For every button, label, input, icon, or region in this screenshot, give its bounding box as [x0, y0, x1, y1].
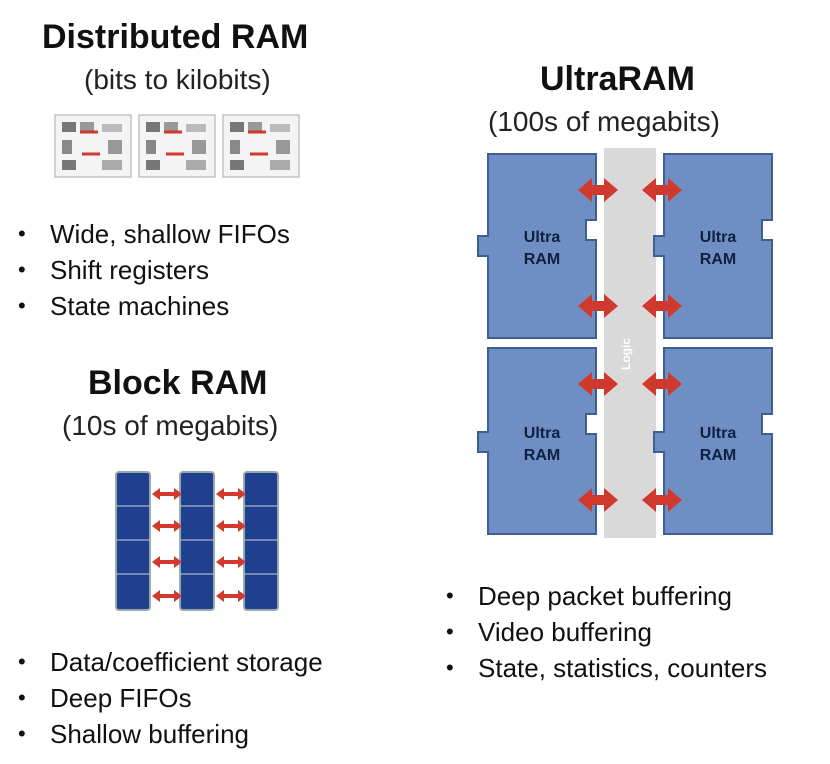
bullet-item: Shallow buffering [12, 716, 323, 752]
bullet-item: Deep packet buffering [440, 578, 767, 614]
bullet-item: Deep FIFOs [12, 680, 323, 716]
distributed-ram-subtitle: (bits to kilobits) [84, 64, 271, 95]
ultraram-label: Ultra [524, 229, 561, 246]
logic-label: Logic [619, 338, 633, 370]
ultraram-block: Ultra RAM [477, 153, 597, 339]
block-ram-subtitle: (10s of megabits) [62, 410, 279, 441]
bullet-item: Wide, shallow FIFOs [12, 216, 290, 252]
ultraram-subtitle: (100s of megabits) [488, 106, 720, 137]
ultraram-label: RAM [700, 251, 736, 268]
distributed-ram-tile [54, 114, 132, 178]
ultraram-label: Ultra [700, 425, 737, 442]
bullet-item: Data/coefficient storage [12, 644, 323, 680]
ultraram-label: RAM [524, 251, 560, 268]
ultraram-block: Ultra RAM [477, 347, 597, 535]
block-ram-title: Block RAM [88, 364, 268, 402]
block-ram-graphic [115, 471, 279, 611]
ultraram-uses: Deep packet buffering Video buffering St… [440, 578, 767, 686]
ultraram-label: RAM [700, 447, 736, 464]
ultraram-label: RAM [524, 447, 560, 464]
ultraram-label: Ultra [700, 229, 737, 246]
block-ram-column [243, 471, 279, 611]
ultraram-graphic: Logic Ultra RAM Ultra RAM Ultra RAM Ultr… [477, 148, 773, 538]
logic-column [604, 148, 656, 538]
bullet-item: State, statistics, counters [440, 650, 767, 686]
bullet-item: Video buffering [440, 614, 767, 650]
ultraram-block: Ultra RAM [653, 347, 773, 535]
block-ram-uses: Data/coefficient storage Deep FIFOs Shal… [12, 644, 323, 752]
distributed-ram-tile [222, 114, 300, 178]
distributed-ram-title: Distributed RAM [42, 18, 309, 56]
ultraram-arrows [578, 178, 682, 512]
block-ram-column [115, 471, 151, 611]
distributed-ram-graphic [54, 114, 300, 178]
distributed-ram-tile [138, 114, 216, 178]
block-ram-arrows [152, 488, 246, 602]
distributed-ram-uses: Wide, shallow FIFOs Shift registers Stat… [12, 216, 290, 324]
block-ram-column [179, 471, 215, 611]
ultraram-title: UltraRAM [540, 60, 695, 98]
bullet-item: State machines [12, 288, 290, 324]
bullet-item: Shift registers [12, 252, 290, 288]
ultraram-block: Ultra RAM [653, 153, 773, 339]
ultraram-label: Ultra [524, 425, 561, 442]
